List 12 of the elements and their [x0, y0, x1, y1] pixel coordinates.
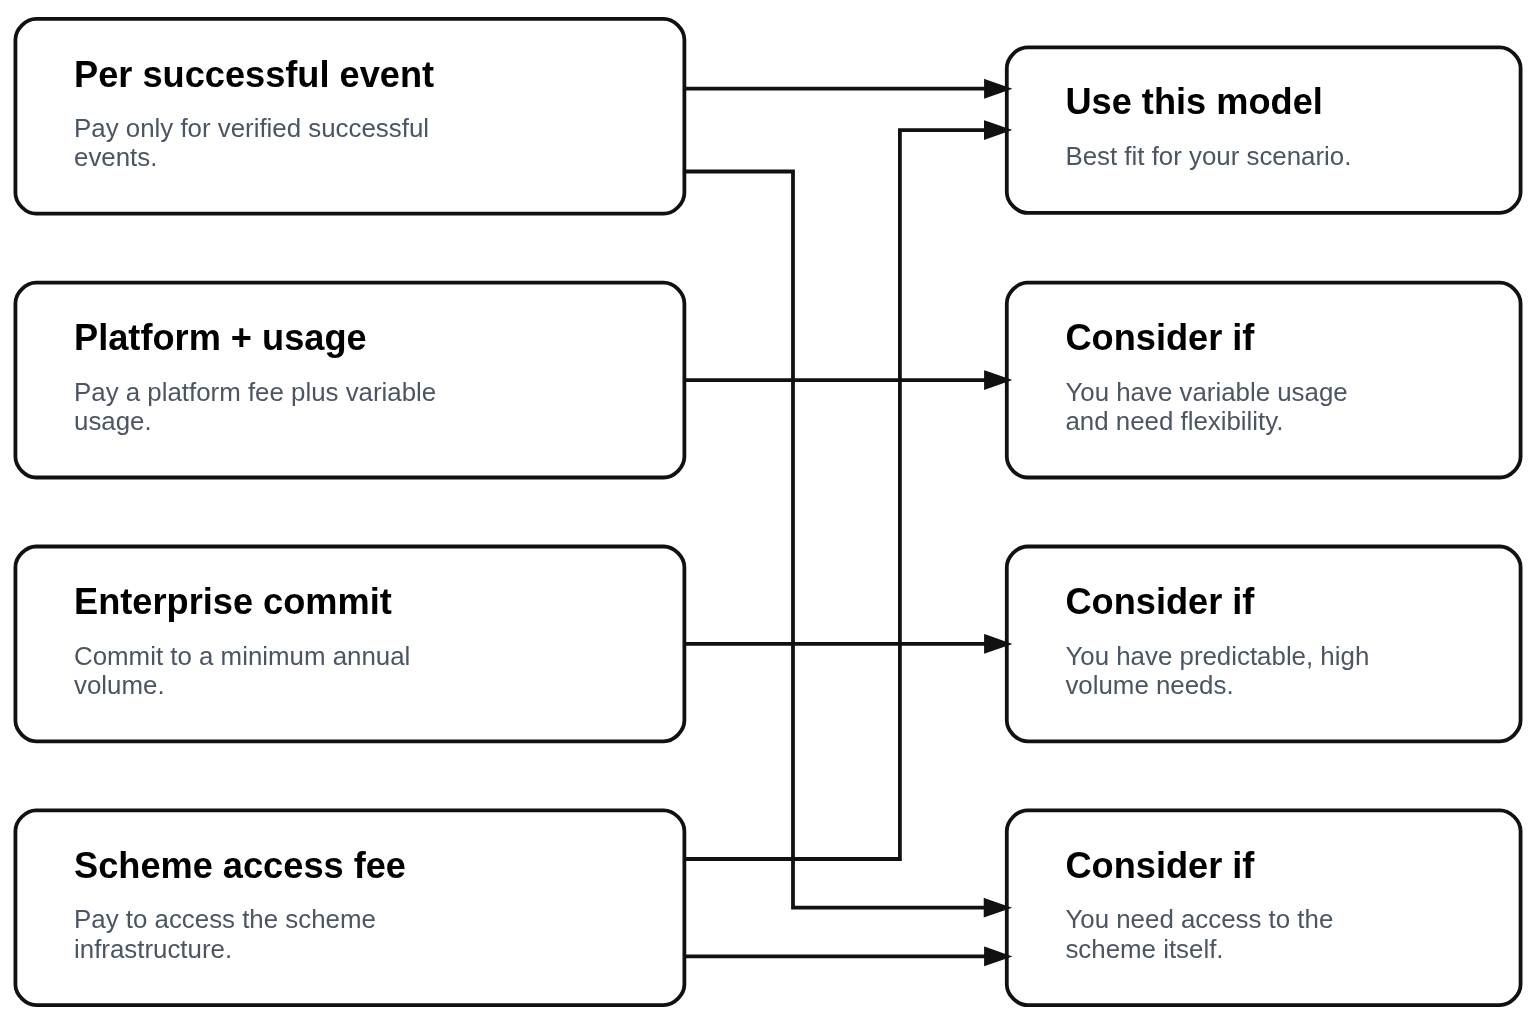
node-box: Use this model Best fit for your scenario.: [1004, 45, 1523, 215]
arrow: [684, 78, 1013, 99]
node-box: Consider if You need access to the scheme itself.: [1004, 808, 1523, 1007]
arrow: [684, 946, 1013, 967]
node-box: Per successful event Pay only for verified successful events.: [13, 17, 687, 216]
node-box: Enterprise commit Commit to a minimum annual volume.: [13, 544, 687, 744]
arrow: [684, 634, 1013, 654]
node-box: Consider if You have predictable, high volume needs.: [1004, 544, 1523, 744]
arrow: [684, 370, 1013, 390]
node-box: Scheme access fee Pay to access the scheme infrastructure.: [13, 808, 687, 1007]
node-box: Platform + usage Pay a platform fee plus variable usage.: [13, 280, 687, 480]
node-box: Consider if You have variable usage and need flexibility.: [1004, 280, 1523, 480]
